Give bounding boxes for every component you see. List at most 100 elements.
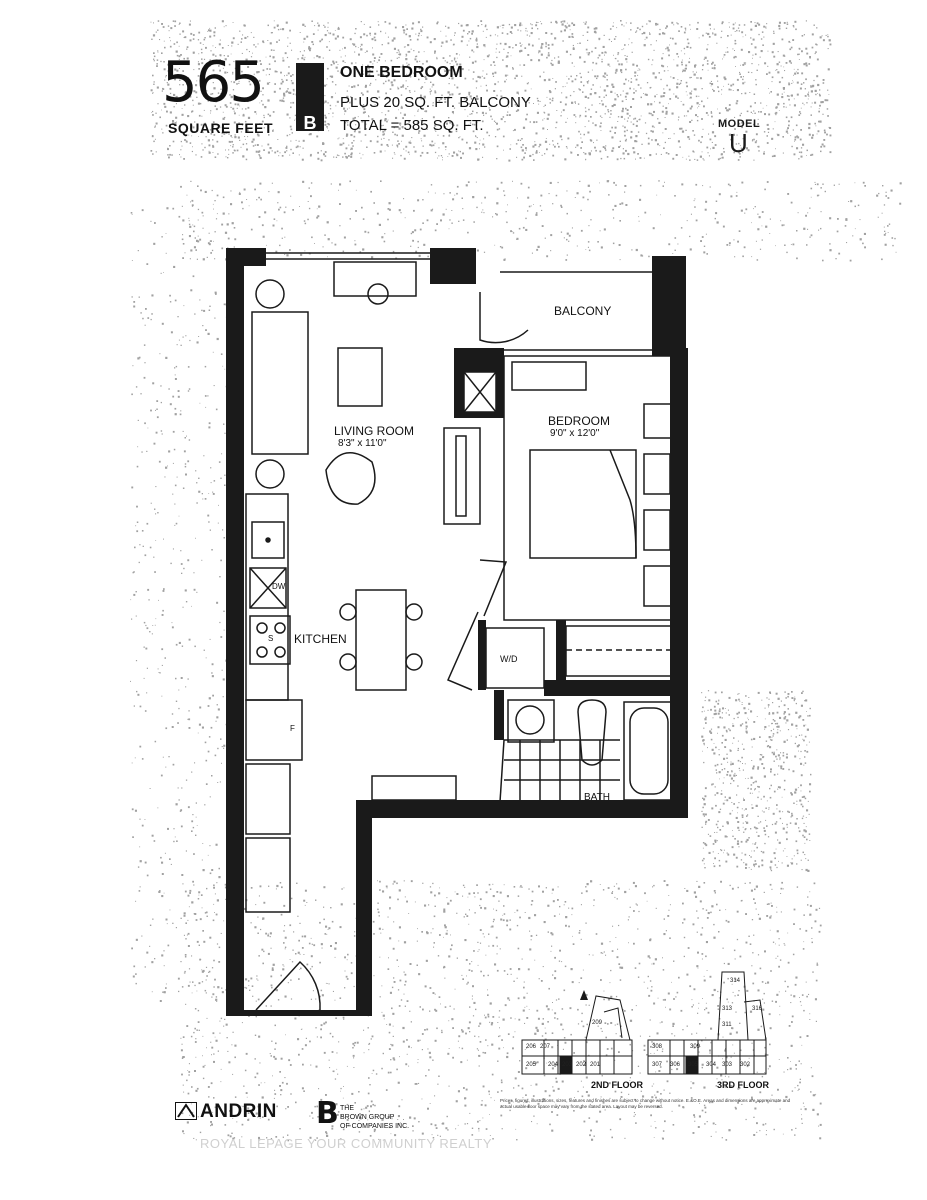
bathtub-inner [629,707,669,795]
bench [371,775,457,801]
wall-left [226,248,244,1016]
brown-group-icon: B [316,1096,339,1131]
brown-group-line1: THE [340,1105,354,1112]
living-room-dimensions: 8'3" x 11'0" [338,438,387,449]
keyplan-3rd-unit-302: 302 [740,1062,751,1068]
keyplan-2nd-unit-209: 209 [592,1020,603,1026]
brown-group-line2: BROWN GROUP [340,1114,395,1121]
dresser-drawer-1 [643,453,671,495]
legal-disclaimer: Prices, figures, illustrations, sizes, f… [500,1098,791,1109]
brown-group-logo-icon: B [303,113,317,133]
media-unit-inner [455,435,467,517]
bedroom-label: BEDROOM [548,414,611,428]
keyplan-3rd-unit-308: 308 [652,1044,663,1050]
island [355,589,407,691]
model-label: MODEL [718,118,761,130]
keyplan-3rd-unit-314: 314 [730,978,741,984]
keyplan-3rd-unit-304: 304 [706,1062,717,1068]
washer-dryer-label: W/D [500,654,518,664]
bedroom-outline [503,355,673,621]
stove [249,615,291,665]
third-floor-label: 3RD FLOOR [717,1080,770,1090]
balcony-door-swing [479,292,529,344]
keyplan-2nd-unit-205: 205 [526,1062,537,1068]
vanity [507,699,555,743]
keyplan-3rd-unit-305: 305 [688,1062,699,1068]
kitchen-label: KITCHEN [294,632,347,646]
bed [529,449,637,559]
bedroom-dimensions: 9'0" x 12'0" [550,428,600,439]
wall-top-living-right [430,248,476,284]
sofa [251,311,309,455]
fridge [245,699,303,761]
living-room-label: LIVING ROOM [334,424,415,438]
wall-bath-left [494,690,504,740]
toilet [577,699,607,766]
media-unit [443,427,481,525]
nightstand-top [643,403,675,439]
model-value: U [729,128,748,158]
closet [565,625,673,677]
entry-door-swing [255,960,321,1011]
brown-group-name: THE BROWN GROUP OF COMPANIES INC. [340,1104,430,1131]
keyplan-3rd-unit-313: 313 [722,1006,733,1012]
wall-entry-right [356,800,496,818]
andrin-brand: ANDRIN [200,1101,277,1122]
bed-sheet [609,449,637,559]
stove-label: S [268,634,274,643]
dishwasher-label: DW [272,582,286,591]
keyplan-2nd-unit-201: 201 [590,1062,601,1068]
square-feet-label: SQUARE FEET [168,120,274,136]
keyplan-2nd-unit-202: 202 [576,1062,587,1068]
wall-bath-top [544,680,688,696]
wall-wd-left [478,620,486,690]
bath-door [499,739,505,803]
unit-type: ONE BEDROOM [340,64,463,81]
total-area: TOTAL = 585 SQ. FT. [340,117,484,134]
brand-logo-block [296,63,324,131]
keyplan-3rd-unit-303: 303 [722,1062,733,1068]
bath-label: BATH [584,792,610,803]
balcony-label: BALCONY [554,304,612,318]
keyplan-3rd-floor [647,971,767,1075]
fridge-label: F [290,724,295,733]
balcony-area: PLUS 20 SQ. FT. BALCONY [340,94,531,111]
wd-door [447,611,479,691]
bedroom-door-swing [479,559,508,617]
armchair [325,452,376,505]
keyplan-3rd-unit-307: 307 [652,1062,663,1068]
bedroom-shelf [511,361,587,391]
vanity-sink [515,705,545,735]
keyplan-3rd-unit-316: 316 [752,1006,763,1012]
square-feet-number: 565 [162,50,265,115]
keyplan-2nd-unit-207: 207 [540,1044,551,1050]
chair-top [367,283,389,305]
keyplan-3rd-unit-311: 311 [722,1022,732,1028]
pantry-2 [245,837,291,913]
bath-floor-tiles [504,739,620,800]
side-table-bottom [255,459,285,489]
second-floor-label: 2ND FLOOR [591,1080,644,1090]
keyplan-2nd-unit-206: 206 [526,1044,537,1050]
wall-bedroom-right [670,348,688,818]
wall-entry-vertical [356,800,372,1016]
nightstand-bottom [643,565,675,607]
washer-dryer [485,627,545,689]
pantry-1 [245,763,291,835]
wall-top-living [226,248,266,266]
side-table-top [255,279,285,309]
wall-bottom-bath [492,800,688,818]
north-arrow-icon [580,990,588,1000]
coffee-table [337,347,383,407]
brown-group-line3: OF COMPANIES INC. [340,1123,410,1130]
keyplan-2nd-floor [521,995,633,1075]
sink [251,521,285,559]
bathtub [623,701,675,801]
keyplan-3rd-unit-306: 306 [670,1062,681,1068]
dishwasher [249,567,287,609]
wall-balcony-right [652,256,686,356]
wall-bottom-entry [226,1010,372,1016]
keyplan-2nd-unit-204: 204 [548,1062,559,1068]
keyplan-3rd-unit-309: 309 [690,1044,701,1050]
